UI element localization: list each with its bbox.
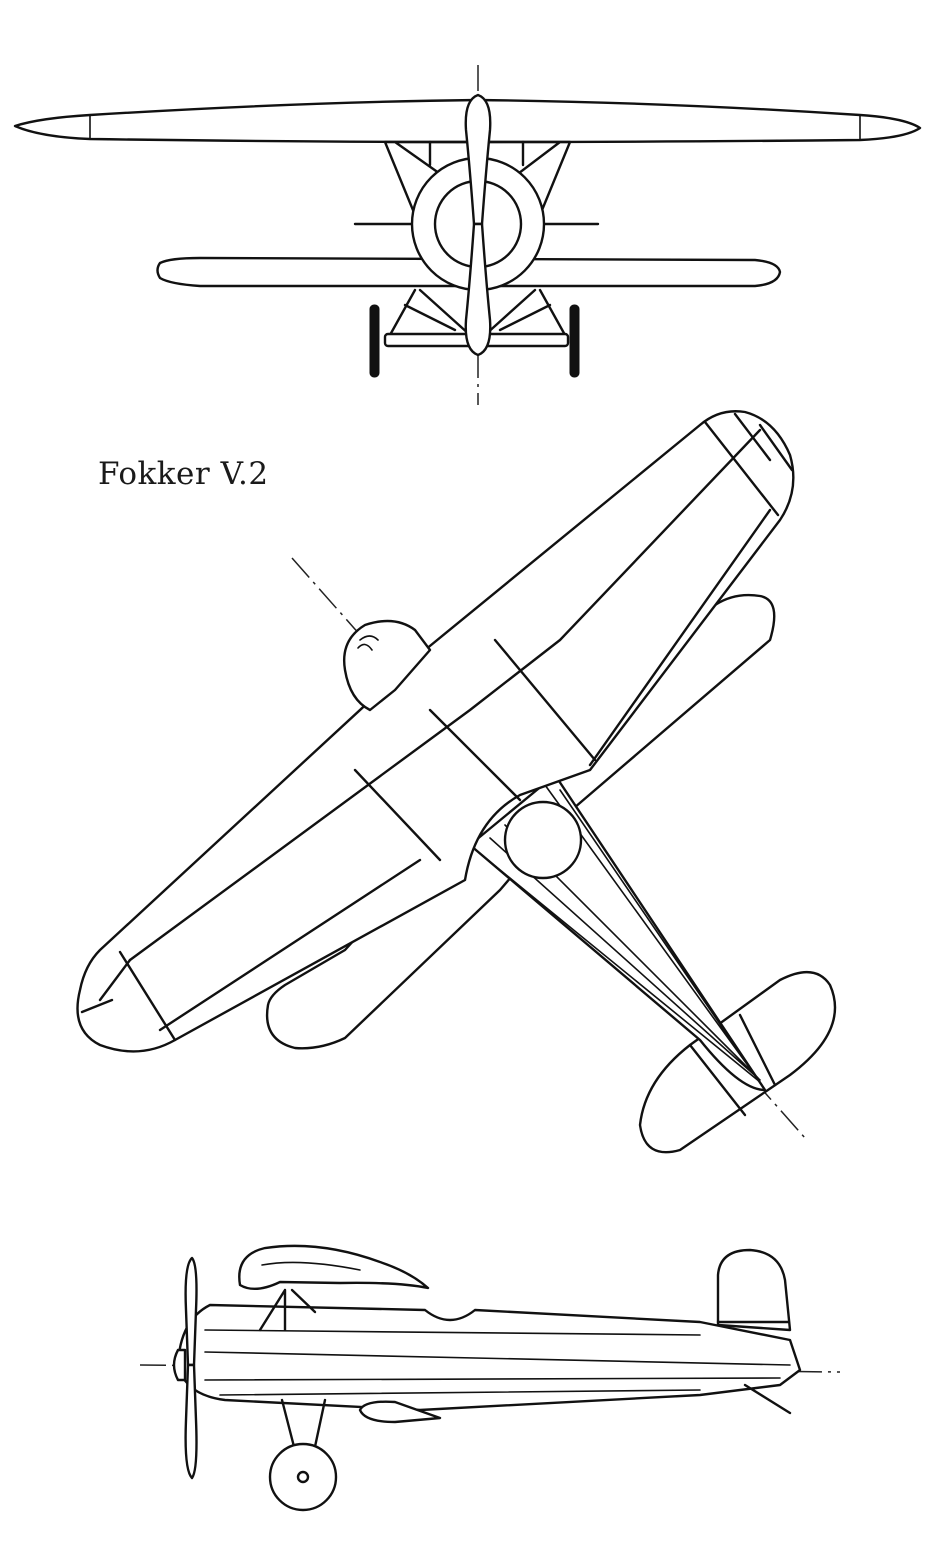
side-fin (716, 1248, 792, 1332)
side-wheel (268, 1442, 338, 1512)
top-view (76, 410, 837, 1154)
top-engine-nose (343, 619, 432, 712)
front-left-wheel (369, 304, 380, 378)
side-cabane (258, 1288, 317, 1332)
front-right-wheel (569, 304, 580, 378)
side-lower-wing (358, 1400, 442, 1424)
top-cockpit (503, 800, 583, 880)
side-tailskid (743, 1383, 792, 1415)
side-propeller (184, 1256, 198, 1367)
side-upper-wing (238, 1244, 430, 1290)
front-cabane-struts (383, 140, 572, 217)
top-upper-wing (76, 410, 795, 1053)
top-center-section (353, 638, 597, 862)
aircraft-title: Fokker V.2 (98, 456, 269, 492)
front-view (13, 65, 922, 405)
front-undercarriage (388, 288, 567, 337)
side-spinner (172, 1348, 187, 1382)
